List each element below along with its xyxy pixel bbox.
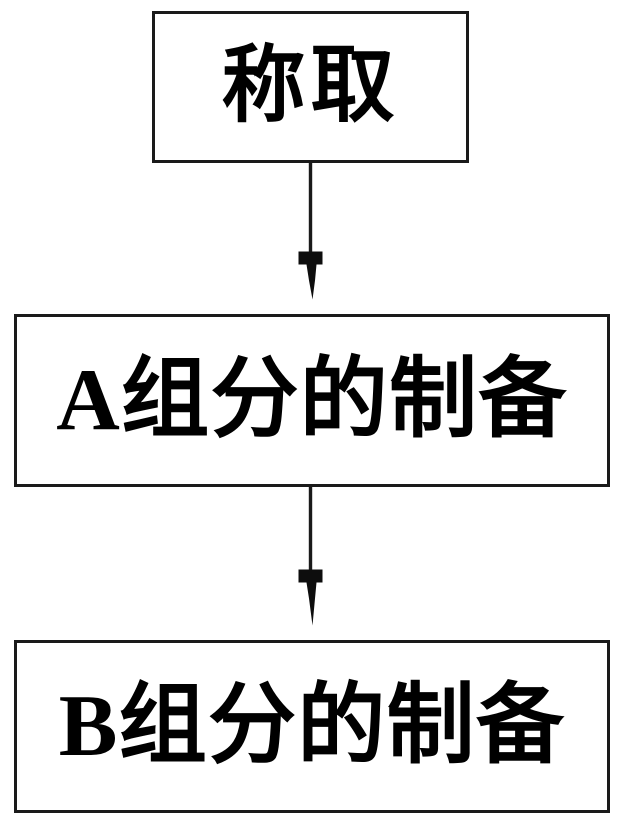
flowchart-node-component-a[interactable]: A组分的制备 bbox=[14, 314, 610, 487]
arrowhead-down-icon bbox=[298, 569, 323, 626]
flowchart-node-component-a-label: A组分的制备 bbox=[56, 351, 568, 449]
flowchart-node-weigh[interactable]: 称取 bbox=[152, 11, 469, 163]
arrowhead-down-icon bbox=[298, 251, 323, 300]
flowchart-node-component-b[interactable]: B组分的制备 bbox=[14, 640, 610, 813]
flowchart-node-weigh-label: 称取 bbox=[221, 40, 400, 133]
flowchart-node-component-b-label: B组分的制备 bbox=[58, 677, 566, 775]
